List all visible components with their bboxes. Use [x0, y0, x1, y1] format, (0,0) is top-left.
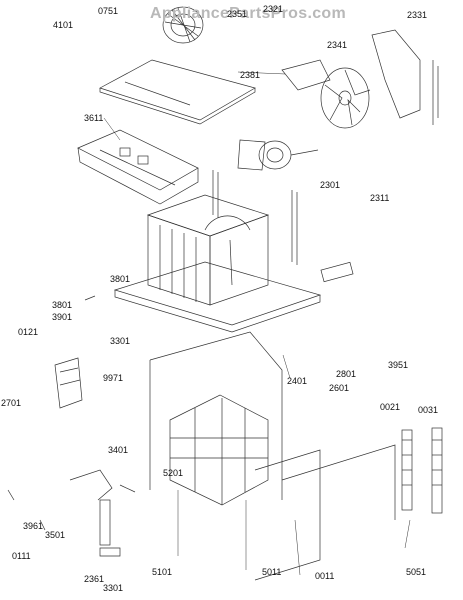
part-label: 3801	[52, 300, 73, 310]
part-label: 2381	[240, 70, 261, 80]
part-label: 2351	[227, 9, 248, 19]
part-label: 3801	[110, 274, 131, 284]
part-label: 0011	[315, 571, 335, 581]
part-label: 3961	[23, 521, 44, 531]
part-label: 2301	[320, 180, 341, 190]
part-label: 2601	[329, 383, 350, 393]
side-coil	[401, 427, 443, 514]
part-label: 3501	[45, 530, 66, 540]
part-label: 0751	[98, 6, 119, 16]
part-label: 2341	[327, 40, 348, 50]
part-label: 2701	[1, 398, 22, 408]
control-box	[77, 129, 199, 205]
part-label: 3301	[103, 583, 124, 593]
part-label: 2801	[336, 369, 357, 379]
part-label: 2321	[263, 4, 284, 14]
part-label: 0111	[12, 551, 31, 561]
leader-lines	[103, 71, 411, 576]
top-cover	[99, 59, 256, 125]
part-label: 9971	[103, 373, 124, 383]
part-label: 5201	[163, 468, 184, 478]
part-label: 3901	[52, 312, 73, 322]
part-label: 0021	[380, 402, 401, 412]
cabinet	[149, 331, 396, 581]
part-label: 2361	[84, 574, 105, 584]
blower-wheel	[162, 6, 204, 44]
part-label: 5051	[406, 567, 427, 577]
fan-motor	[237, 139, 319, 171]
part-label: 4101	[53, 20, 74, 30]
part-label: 2331	[407, 10, 428, 20]
coil-assembly	[146, 170, 298, 306]
part-label: 5101	[152, 567, 173, 577]
condenser-fan	[281, 29, 439, 129]
part-label: 3951	[388, 360, 409, 370]
part-label: 0121	[18, 327, 39, 337]
part-label: 3301	[110, 336, 131, 346]
part-label: 2401	[287, 376, 308, 386]
part-label: 2311	[370, 193, 390, 203]
part-label: 0031	[418, 405, 439, 415]
part-label: 5011	[262, 567, 282, 577]
part-label: 3611	[84, 113, 104, 123]
left-parts	[7, 295, 136, 557]
part-label: 3401	[108, 445, 129, 455]
base-pan	[113, 261, 354, 333]
watermark: AppliancePartsPros.com	[150, 5, 346, 22]
